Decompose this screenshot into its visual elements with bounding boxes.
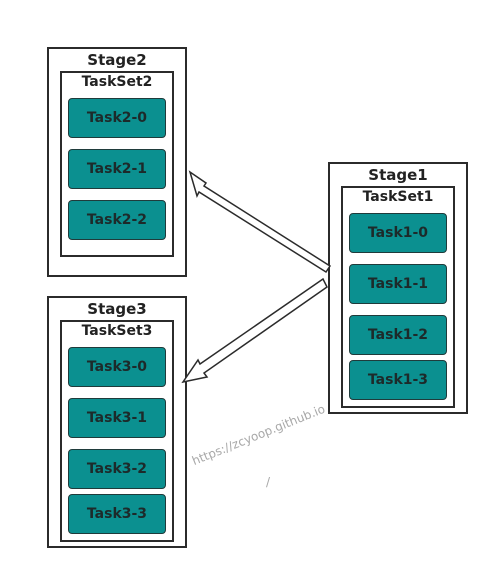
task-1-1: Task1-1 [349,264,447,304]
task-3-2: Task3-2 [68,449,166,489]
task-2-0: Task2-0 [68,98,166,138]
stage1-box: Stage1 TaskSet1 Task1-0 Task1-1 Task1-2 … [328,162,468,414]
task-3-1: Task3-1 [68,398,166,438]
stage1-title: Stage1 [368,166,428,184]
taskset2-title: TaskSet2 [81,74,153,90]
task-1-0: Task1-0 [349,213,447,253]
taskset1-title: TaskSet1 [362,189,434,205]
stage2-box: Stage2 TaskSet2 Task2-0 Task2-1 Task2-2 [47,47,187,277]
task-2-2: Task2-2 [68,200,166,240]
stage2-title: Stage2 [87,51,147,69]
taskset3-box: TaskSet3 Task3-0 Task3-1 Task3-2 Task3-3 [60,320,174,542]
stage3-title: Stage3 [87,300,147,318]
taskset2-box: TaskSet2 Task2-0 Task2-1 Task2-2 [60,71,174,257]
stage3-box: Stage3 TaskSet3 Task3-0 Task3-1 Task3-2 … [47,296,187,548]
task-3-3: Task3-3 [68,494,166,534]
task-3-0: Task3-0 [68,347,166,387]
taskset1-box: TaskSet1 Task1-0 Task1-1 Task1-2 Task1-3 [341,186,455,408]
task-1-3: Task1-3 [349,360,447,400]
task-1-2: Task1-2 [349,315,447,355]
task-2-1: Task2-1 [68,149,166,189]
arrow-stage1-to-stage2 [188,170,332,274]
arrow-stage1-to-stage3 [181,277,328,384]
taskset3-title: TaskSet3 [81,323,153,339]
watermark-slash: / [266,475,271,489]
